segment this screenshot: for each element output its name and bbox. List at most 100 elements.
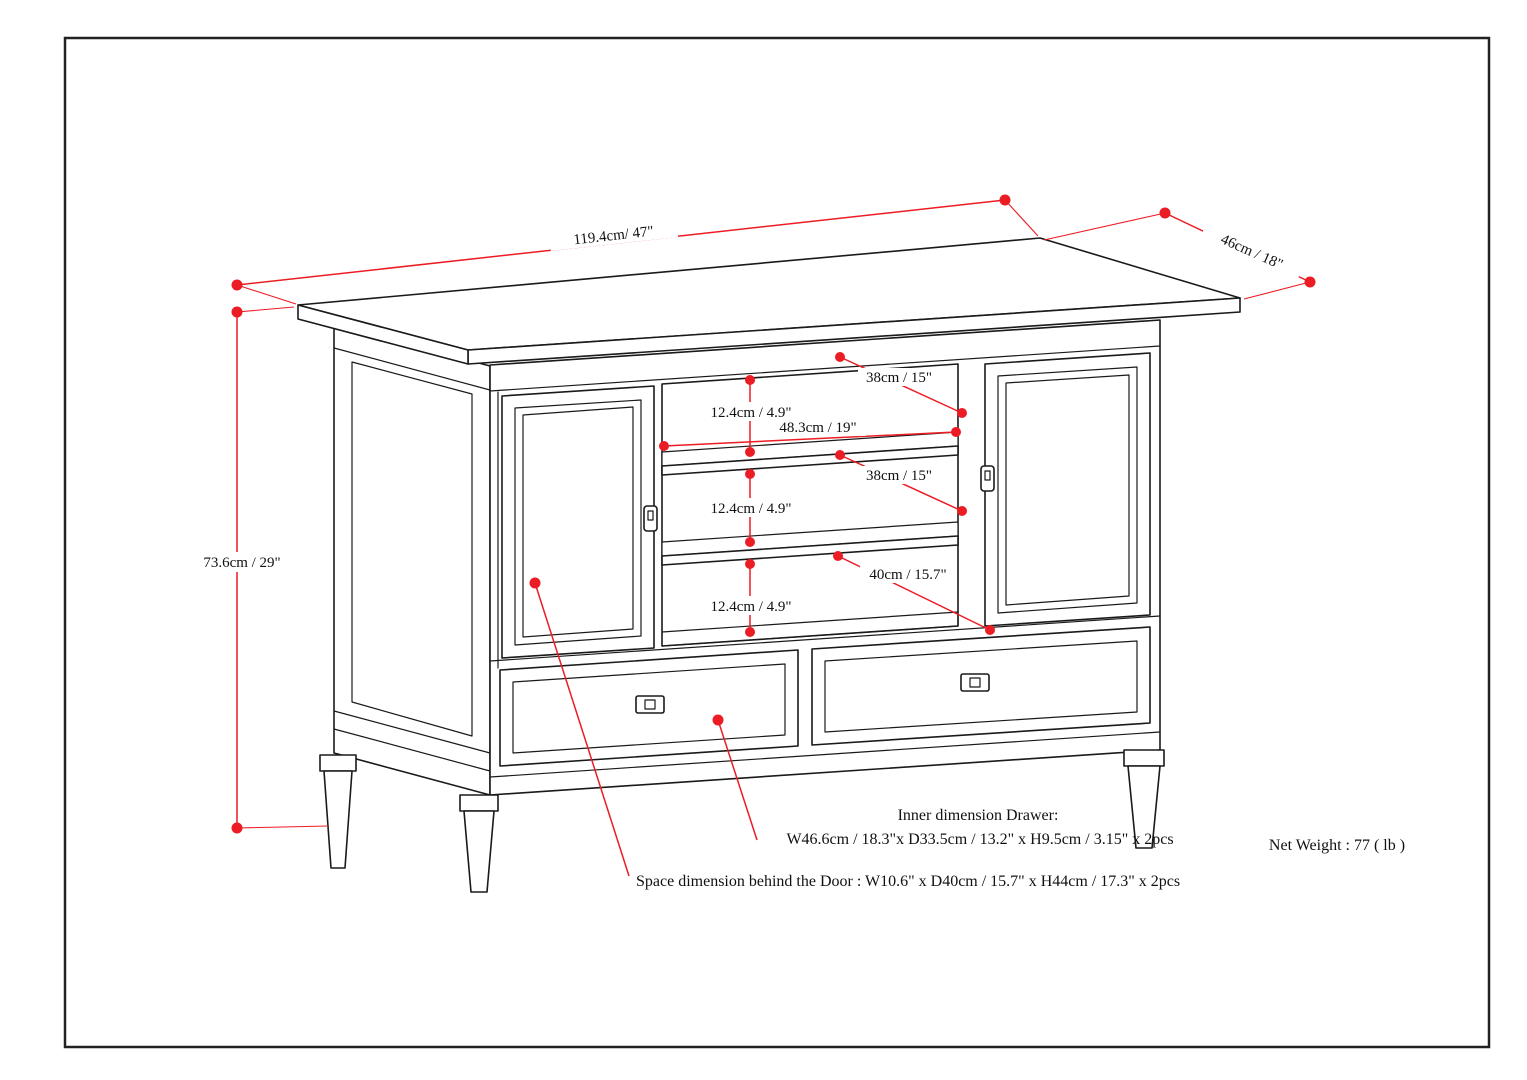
bottom-rail bbox=[489, 731, 1161, 778]
front-right-leg bbox=[1127, 765, 1161, 849]
left-side-top-rail bbox=[333, 347, 491, 391]
drawer-dimension-specs: W46.6cm / 18.3"x D33.5cm / 13.2" x H9.5c… bbox=[786, 831, 1173, 848]
front-left-leg-cap bbox=[459, 794, 499, 812]
dim-bottom-shelf-depth-label: 40cm / 15.7" bbox=[869, 567, 946, 583]
dim-shelf-depth-middle-label: 38cm / 15" bbox=[866, 468, 932, 484]
right-door-outer bbox=[984, 352, 1151, 627]
left-door-handle-hole bbox=[647, 510, 654, 521]
left-side-panel bbox=[333, 323, 491, 796]
right-drawer bbox=[811, 626, 1151, 746]
notes: Inner dimension Drawer: W46.6cm / 18.3"x… bbox=[636, 807, 1405, 890]
dimension-dot bbox=[231, 279, 243, 291]
right-door-handle bbox=[980, 465, 995, 492]
shelf-lower bbox=[661, 521, 959, 566]
right-door-frame bbox=[997, 366, 1138, 614]
dimension-dot bbox=[745, 537, 755, 547]
door-space-note: Space dimension behind the Door : W10.6"… bbox=[636, 873, 1180, 890]
dimension-dot bbox=[833, 551, 843, 561]
width-extension-lines bbox=[236, 199, 1039, 305]
page-border bbox=[63, 36, 1491, 1049]
cabinet-floor bbox=[661, 611, 959, 647]
legs bbox=[319, 749, 1165, 893]
back-left-leg-cap bbox=[319, 754, 357, 772]
label-mask bbox=[194, 552, 290, 572]
front-left-leg bbox=[463, 810, 495, 893]
drawer-dimension-title: Inner dimension Drawer: bbox=[898, 807, 1059, 824]
dimension-dot bbox=[745, 627, 755, 637]
height-dimension: 73.6cm / 29" bbox=[194, 306, 329, 834]
callout-dot bbox=[712, 714, 724, 726]
dim-height-label: 73.6cm / 29" bbox=[203, 555, 280, 571]
right-drawer-handle-hole bbox=[969, 677, 981, 688]
shelf-depth-upper-dimension: 38cm / 15" bbox=[835, 352, 967, 418]
dim-gap1-label: 12.4cm / 4.9" bbox=[710, 405, 791, 421]
dimension-dot bbox=[951, 427, 961, 437]
dimension-dot bbox=[1304, 276, 1316, 288]
dimension-dot bbox=[745, 469, 755, 479]
shelf-lower-front-edge bbox=[661, 535, 959, 566]
dimension-dot bbox=[745, 375, 755, 385]
dimension-dot bbox=[745, 559, 755, 569]
label-mask bbox=[858, 368, 940, 386]
top-panel bbox=[297, 237, 1241, 365]
left-door-panel bbox=[522, 406, 634, 638]
label-mask bbox=[704, 498, 798, 517]
right-drawer-handle bbox=[960, 673, 990, 692]
dimension-dot bbox=[659, 441, 669, 451]
dim-opening-width-label: 48.3cm / 19" bbox=[779, 420, 856, 436]
drawer-rail bbox=[489, 615, 1161, 662]
label-mask bbox=[1199, 221, 1305, 282]
opening-width-line bbox=[663, 431, 957, 447]
opening-width-dimension: 48.3cm / 19" bbox=[659, 418, 961, 451]
left-side-bottom-rail bbox=[333, 710, 491, 772]
callout-dot bbox=[529, 577, 541, 589]
shelf-upper-front-edge bbox=[661, 445, 959, 476]
label-mask bbox=[770, 418, 866, 436]
label-mask bbox=[704, 402, 798, 421]
door-callout-line bbox=[534, 582, 630, 877]
right-drawer-panel bbox=[824, 640, 1138, 733]
left-door-handle bbox=[643, 505, 658, 532]
dimension-dot bbox=[835, 450, 845, 460]
top-panel-left-edge bbox=[297, 304, 469, 365]
dimension-dot bbox=[999, 194, 1011, 206]
tv-stand-drawing bbox=[297, 237, 1241, 893]
label-mask bbox=[704, 596, 798, 615]
right-door-panel bbox=[1005, 374, 1130, 606]
dimension-dot bbox=[745, 447, 755, 457]
dim-width-label: 119.4cm/ 47" bbox=[573, 224, 655, 249]
door-space-callout bbox=[529, 577, 630, 877]
left-side-inset-panel bbox=[351, 361, 473, 737]
left-drawer-handle-hole bbox=[644, 699, 656, 710]
right-door bbox=[980, 352, 1151, 627]
left-drawer-panel bbox=[512, 663, 786, 754]
bottom-shelf-depth-dimension: 40cm / 15.7" bbox=[833, 551, 995, 635]
width-label-group: 119.4cm/ 47" bbox=[548, 218, 679, 251]
dim-gap2-label: 12.4cm / 4.9" bbox=[710, 501, 791, 517]
label-mask bbox=[548, 218, 679, 251]
dim-shelf-depth-upper-label: 38cm / 15" bbox=[866, 370, 932, 386]
dimension-dot bbox=[985, 625, 995, 635]
height-extension-lines bbox=[236, 306, 329, 829]
left-door bbox=[501, 385, 658, 659]
back-left-leg bbox=[323, 770, 353, 869]
shelf-depth-middle-dimension: 38cm / 15" bbox=[835, 450, 967, 516]
shelf-gap-dimensions: 12.4cm / 4.9" 12.4cm / 4.9" 12.4cm / 4.9… bbox=[704, 375, 798, 637]
depth-extension-lines bbox=[1043, 212, 1311, 300]
depth-label-group: 46cm / 18" bbox=[1199, 221, 1305, 282]
shelf-upper bbox=[661, 431, 959, 476]
drawer-callout bbox=[712, 714, 758, 841]
left-door-outer bbox=[501, 385, 655, 659]
front-right-leg-cap bbox=[1123, 749, 1165, 767]
left-door-frame bbox=[514, 399, 642, 646]
dimension-dot bbox=[957, 408, 967, 418]
dimension-dot bbox=[835, 352, 845, 362]
drawer-callout-line bbox=[717, 719, 758, 841]
label-mask bbox=[860, 565, 956, 583]
left-drawer bbox=[499, 649, 799, 767]
face-top-rail bbox=[489, 345, 1161, 392]
dimension-dot bbox=[957, 506, 967, 516]
left-drawer-handle bbox=[635, 695, 665, 714]
